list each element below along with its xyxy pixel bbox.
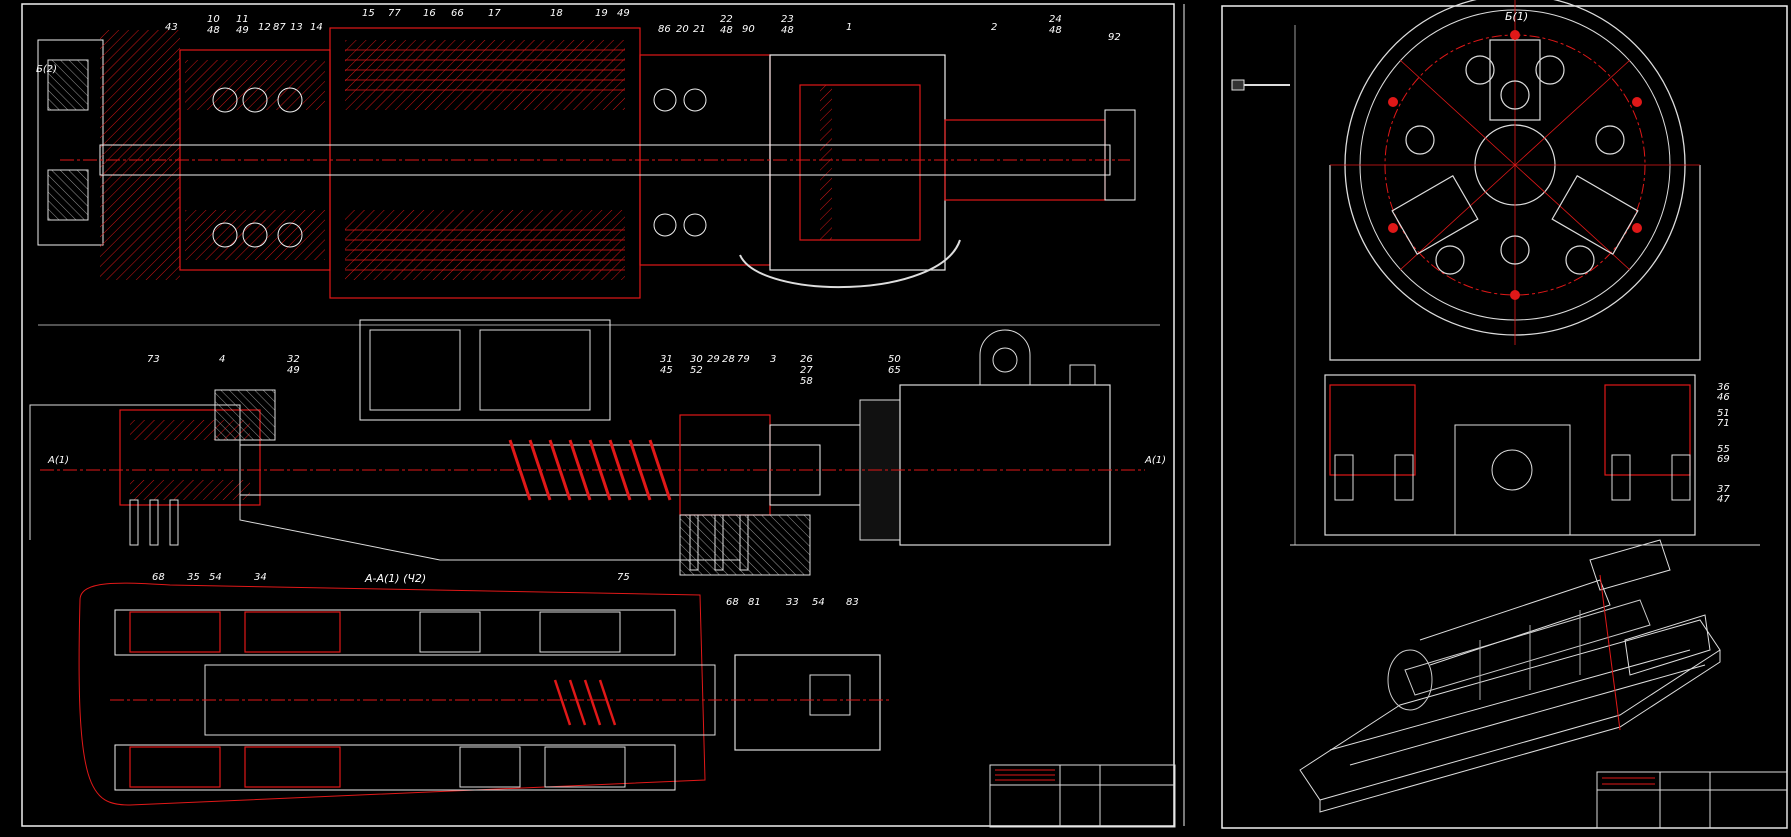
callout-77: 77 — [388, 8, 401, 19]
callout-52: 52 — [690, 365, 703, 376]
callout-33: 33 — [786, 597, 799, 608]
callout-16: 16 — [423, 8, 436, 19]
chuck-front-view — [1231, 0, 1701, 361]
callout-73: 73 — [147, 354, 160, 365]
callout-66: 66 — [451, 8, 464, 19]
callout-2: 2 — [991, 22, 997, 33]
callout-49: 49 — [617, 8, 630, 19]
callout-31: 31 — [660, 354, 673, 365]
left-sheet-frame — [21, 3, 1175, 827]
callout-69: 69 — [1717, 454, 1730, 465]
callout-30: 30 — [690, 354, 703, 365]
title-block-right — [1596, 771, 1788, 829]
callout-46: 46 — [1717, 392, 1730, 403]
callout-11: 11 — [236, 14, 249, 25]
callout-23: 23 — [781, 14, 794, 25]
callout-50: 50 — [888, 354, 901, 365]
callout-10: 10 — [207, 14, 220, 25]
callout-18: 18 — [550, 8, 563, 19]
callout-1: 1 — [846, 22, 852, 33]
callout-65: 65 — [888, 365, 901, 376]
callout-13: 13 — [290, 22, 303, 33]
callout-32: 32 — [287, 354, 300, 365]
callout-4: 4 — [219, 354, 225, 365]
callout-79: 79 — [737, 354, 750, 365]
spindle-assembly — [37, 27, 1160, 326]
callout-19: 19 — [595, 8, 608, 19]
callout-90: 90 — [742, 24, 755, 35]
callout-29: 29 — [707, 354, 720, 365]
callout-47: 47 — [1717, 494, 1730, 505]
callout-12: 12 — [258, 22, 271, 33]
callout-51: 51 — [1717, 408, 1730, 419]
callouts-mid: 73 4 32 49 31 30 29 28 79 3 26 50 45 52 … — [47, 354, 1166, 466]
section-a-a — [78, 582, 890, 806]
callout-14: 14 — [310, 22, 323, 33]
left-sheet: 43 10 11 12 87 13 14 15 77 16 66 17 18 1… — [21, 3, 1185, 828]
right-sheet-frame — [1221, 5, 1788, 829]
callout-28: 28 — [722, 354, 735, 365]
callout-34: 34 — [254, 572, 267, 583]
callout-49b: 49 — [287, 365, 300, 376]
callout-20: 20 — [676, 24, 689, 35]
callout-sub-48c: 48 — [781, 25, 794, 36]
callout-35: 35 — [187, 572, 200, 583]
callout-26: 26 — [800, 354, 813, 365]
section-label-a-a: А-А(1) (Ч2) — [364, 572, 426, 585]
isometric-view — [1299, 539, 1721, 813]
callout-15: 15 — [362, 8, 375, 19]
callouts-top: 43 10 11 12 87 13 14 15 77 16 66 17 18 1… — [36, 8, 1121, 75]
arrow-label-a1-left: А(1) — [47, 455, 69, 466]
callout-75: 75 — [617, 572, 630, 583]
callout-86: 86 — [658, 24, 671, 35]
callout-87: 87 — [273, 22, 286, 33]
callout-37: 37 — [1717, 484, 1730, 495]
callout-27: 27 — [800, 365, 813, 376]
callout-36: 36 — [1717, 382, 1730, 393]
callout-22: 22 — [720, 14, 733, 25]
callout-55: 55 — [1717, 444, 1730, 455]
callout-68: 68 — [152, 572, 165, 583]
callout-21: 21 — [693, 24, 706, 35]
callout-43: 43 — [165, 22, 178, 33]
title-block-left — [989, 764, 1176, 828]
callout-58: 58 — [800, 376, 813, 387]
callout-71: 71 — [1717, 418, 1730, 429]
right-sheet: Б(1) 36 46 51 71 55 69 37 47 — [1221, 0, 1788, 829]
callout-92: 92 — [1108, 32, 1121, 43]
view-label-b1: Б(1) — [1505, 10, 1528, 23]
callout-sub-48b: 48 — [720, 25, 733, 36]
callout-83: 83 — [846, 597, 859, 608]
callout-68b: 68 — [726, 597, 739, 608]
callout-3: 3 — [770, 354, 776, 365]
base-front-view: Б(1) 36 46 51 71 55 69 37 47 — [1290, 10, 1760, 546]
callout-54: 54 — [209, 572, 222, 583]
callout-54b: 54 — [812, 597, 825, 608]
callout-45: 45 — [660, 365, 673, 376]
arrow-label-a1-right: А(1) — [1144, 455, 1166, 466]
callout-81: 81 — [748, 597, 761, 608]
callout-24: 24 — [1049, 14, 1062, 25]
feed-drive — [29, 319, 1145, 576]
callout-sub-48d: 48 — [1049, 25, 1062, 36]
callout-sub-49: 49 — [236, 25, 249, 36]
callout-sub-48: 48 — [207, 25, 220, 36]
callout-17: 17 — [488, 8, 501, 19]
callouts-bottom: 68 35 54 34 75 68 81 33 54 83 А-А(1) (Ч2… — [152, 572, 859, 608]
callout-b2: Б(2) — [36, 64, 57, 75]
